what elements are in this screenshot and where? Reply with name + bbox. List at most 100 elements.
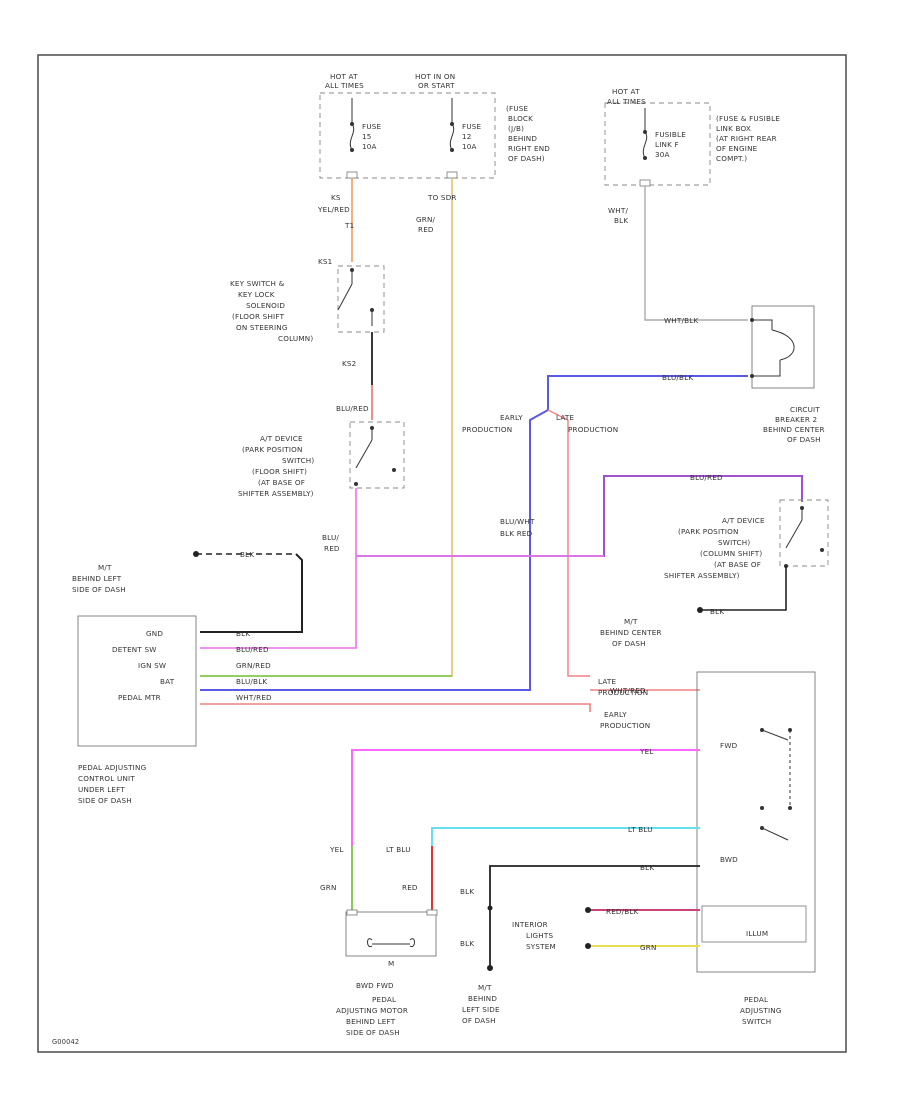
pedal-adjusting-motor: M BWD FWD PEDAL ADJUSTING MOTOR BEHIND L… <box>336 909 438 1037</box>
svg-text:ADJUSTING MOTOR: ADJUSTING MOTOR <box>336 1006 408 1015</box>
svg-text:BEHIND CENTER: BEHIND CENTER <box>763 425 825 434</box>
svg-text:RED: RED <box>418 225 434 234</box>
svg-text:BEHIND: BEHIND <box>508 134 537 143</box>
svg-text:M: M <box>388 959 394 968</box>
svg-text:M/T: M/T <box>478 983 492 992</box>
svg-text:ON STEERING: ON STEERING <box>236 323 288 332</box>
hot-in-on-label-2: OR START <box>418 81 455 90</box>
svg-text:FWD: FWD <box>720 741 738 750</box>
svg-text:10A: 10A <box>362 142 377 151</box>
svg-text:BWD FWD: BWD FWD <box>356 981 394 990</box>
svg-text:(AT BASE OF: (AT BASE OF <box>714 560 761 569</box>
svg-text:BEHIND: BEHIND <box>468 994 497 1003</box>
wire-wht-red-early <box>200 703 591 712</box>
svg-text:PEDAL: PEDAL <box>744 995 768 1004</box>
wire-blu-red-ecu <box>200 488 357 649</box>
svg-text:KEY SWITCH &: KEY SWITCH & <box>230 279 285 288</box>
svg-text:SOLENOID: SOLENOID <box>246 301 285 310</box>
svg-text:COMPT.): COMPT.) <box>716 154 747 163</box>
circuit-breaker-2: CIRCUIT BREAKER 2 BEHIND CENTER OF DASH <box>750 305 825 444</box>
svg-text:BAT: BAT <box>160 677 175 686</box>
svg-text:GND: GND <box>146 629 163 638</box>
svg-text:(PARK POSITION: (PARK POSITION <box>678 527 739 536</box>
svg-text:KS2: KS2 <box>342 359 356 368</box>
svg-text:LATE: LATE <box>556 413 575 422</box>
svg-text:M/T: M/T <box>98 563 112 572</box>
svg-text:DETENT SW: DETENT SW <box>112 645 157 654</box>
svg-text:RED: RED <box>324 544 340 553</box>
at-device-column-shift: A/T DEVICE (PARK POSITION SWITCH) (COLUM… <box>664 499 829 580</box>
svg-text:RIGHT END: RIGHT END <box>508 144 550 153</box>
svg-text:BLU/RED: BLU/RED <box>236 645 269 654</box>
hot-at-all-times-label: HOT AT <box>330 72 358 81</box>
hot-at-all-times-right: HOT AT <box>612 87 640 96</box>
diagram-frame <box>37 54 847 1053</box>
wire-late-red <box>547 409 590 677</box>
svg-text:15: 15 <box>362 132 372 141</box>
svg-text:M/T: M/T <box>624 617 638 626</box>
svg-text:CONTROL UNIT: CONTROL UNIT <box>78 774 135 783</box>
svg-text:BREAKER 2: BREAKER 2 <box>775 415 817 424</box>
fusible-link-box: HOT AT ALL TIMES FUSIBLE LINK F 30A (FUS… <box>604 87 780 187</box>
ground-left: BLK M/T BEHIND LEFT SIDE OF DASH <box>72 550 303 633</box>
svg-text:(FLOOR SHIFT: (FLOOR SHIFT <box>232 312 285 321</box>
svg-text:PRODUCTION: PRODUCTION <box>600 721 650 730</box>
wire-wht-blk-fusible <box>644 186 748 321</box>
svg-text:OF ENGINE: OF ENGINE <box>716 144 758 153</box>
svg-text:UNDER LEFT: UNDER LEFT <box>78 785 125 794</box>
wire-yel-fwd <box>351 749 700 846</box>
fuse-block: HOT AT ALL TIMES HOT IN ON OR START FUSE… <box>319 72 550 179</box>
svg-text:BEHIND CENTER: BEHIND CENTER <box>600 628 662 637</box>
svg-text:EARLY: EARLY <box>604 710 627 719</box>
svg-text:PEDAL MTR: PEDAL MTR <box>118 693 161 702</box>
svg-text:BEHIND LEFT: BEHIND LEFT <box>346 1017 396 1026</box>
svg-text:PRODUCTION: PRODUCTION <box>568 425 618 434</box>
svg-text:PEDAL: PEDAL <box>372 995 396 1004</box>
svg-text:(PARK POSITION: (PARK POSITION <box>242 445 303 454</box>
svg-text:EARLY: EARLY <box>500 413 523 422</box>
svg-text:BLK: BLK <box>710 607 724 616</box>
svg-text:GRN: GRN <box>320 883 337 892</box>
svg-text:ALL TIMES: ALL TIMES <box>607 97 646 106</box>
svg-text:LATE: LATE <box>598 677 617 686</box>
svg-text:LT BLU: LT BLU <box>386 845 411 854</box>
svg-text:OF DASH: OF DASH <box>787 435 821 444</box>
svg-text:BLK: BLK <box>236 629 250 638</box>
svg-text:SHIFTER ASSEMBLY): SHIFTER ASSEMBLY) <box>238 489 314 498</box>
svg-text:OF DASH: OF DASH <box>462 1016 496 1025</box>
svg-text:RED: RED <box>402 883 418 892</box>
svg-text:INTERIOR: INTERIOR <box>512 920 548 929</box>
wire-lt-blu-bwd <box>431 827 700 846</box>
svg-text:ILLUM: ILLUM <box>746 929 768 938</box>
svg-text:BWD: BWD <box>720 855 738 864</box>
svg-text:BEHIND LEFT: BEHIND LEFT <box>72 574 122 583</box>
at-device-floor-shift: A/T DEVICE (PARK POSITION SWITCH) (FLOOR… <box>238 421 405 498</box>
svg-text:SYSTEM: SYSTEM <box>526 942 556 951</box>
svg-text:BLK: BLK <box>460 939 474 948</box>
svg-text:TO SDR: TO SDR <box>427 193 457 202</box>
pedal-adjusting-control-unit: GND DETENT SW IGN SW BAT PEDAL MTR PEDAL… <box>77 615 197 805</box>
svg-text:ADJUSTING: ADJUSTING <box>740 1006 782 1015</box>
svg-text:OF DASH: OF DASH <box>612 639 646 648</box>
svg-text:A/T DEVICE: A/T DEVICE <box>722 516 765 525</box>
svg-text:BLK RED: BLK RED <box>500 529 533 538</box>
svg-text:RED/BLK: RED/BLK <box>606 907 639 916</box>
svg-text:WHT/BLK: WHT/BLK <box>664 316 698 325</box>
svg-text:KEY LOCK: KEY LOCK <box>238 290 275 299</box>
fusible-box-location: (FUSE & FUSIBLE <box>716 114 780 123</box>
svg-text:YEL: YEL <box>329 845 344 854</box>
svg-text:BLU/BLK: BLU/BLK <box>662 373 693 382</box>
svg-text:SWITCH): SWITCH) <box>282 456 314 465</box>
svg-text:BLU/BLK: BLU/BLK <box>236 677 267 686</box>
svg-text:LEFT SIDE: LEFT SIDE <box>462 1005 500 1014</box>
svg-text:OF DASH): OF DASH) <box>508 154 545 163</box>
svg-text:PRODUCTION: PRODUCTION <box>598 688 648 697</box>
svg-text:CIRCUIT: CIRCUIT <box>790 405 820 414</box>
wire-blk-column-ground <box>700 566 787 611</box>
svg-text:SHIFTER ASSEMBLY): SHIFTER ASSEMBLY) <box>664 571 740 580</box>
pedal-adjusting-switch: FWD BWD ILLUM PEDAL ADJUSTING SWITCH <box>696 671 816 1026</box>
fuse-block-location: (FUSE <box>506 104 529 113</box>
svg-text:WHT/: WHT/ <box>608 206 629 215</box>
hot-at-all-times-label-2: ALL TIMES <box>325 81 364 90</box>
